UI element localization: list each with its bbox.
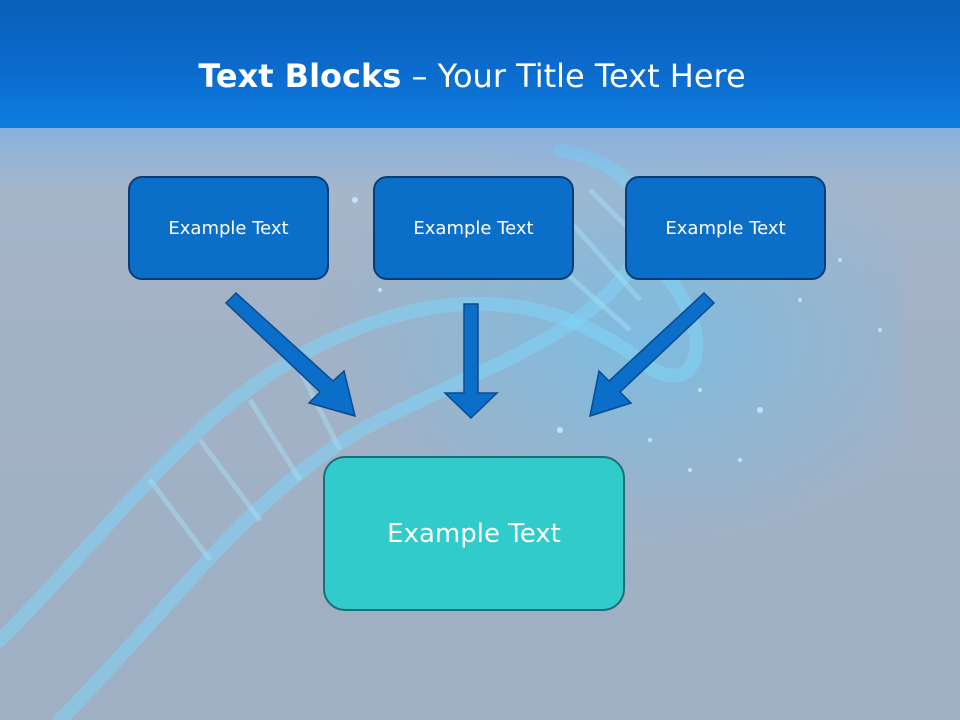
text-block-3: Example Text — [625, 176, 826, 280]
title-rest: – Your Title Text Here — [401, 57, 746, 95]
title-bold: Text Blocks — [198, 57, 402, 95]
text-block-1: Example Text — [128, 176, 329, 280]
text-block-1-label: Example Text — [168, 217, 289, 239]
arrow-icon — [589, 291, 716, 418]
text-block-2-label: Example Text — [413, 217, 534, 239]
target-block: Example Text — [323, 456, 625, 611]
slide-title: Text Blocks – Your Title Text Here — [0, 54, 944, 98]
arrow-icon — [443, 303, 499, 420]
text-block-2: Example Text — [373, 176, 574, 280]
title-bar — [0, 0, 960, 128]
target-block-label: Example Text — [387, 518, 561, 549]
text-block-3-label: Example Text — [665, 217, 786, 239]
arrow-icon — [224, 291, 357, 418]
